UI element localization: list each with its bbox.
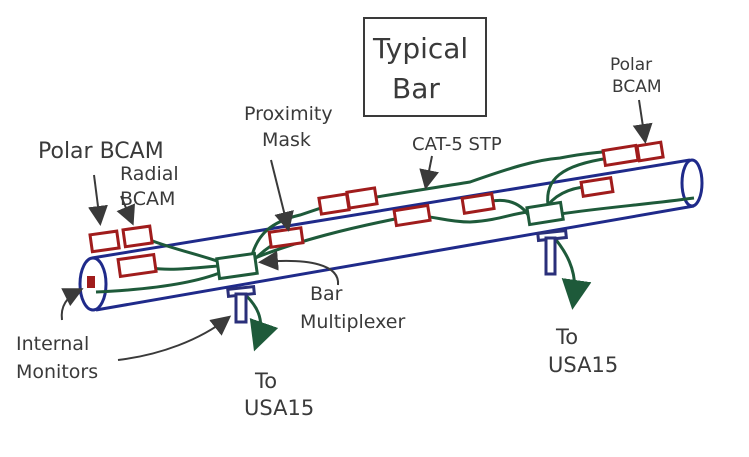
- cable-right-internal: [559, 196, 695, 216]
- arrow-radial-bcam: [116, 195, 135, 226]
- label-polar-bcam-right-1: Polar: [610, 55, 652, 75]
- label-bar-multiplexer-1: Bar: [310, 283, 343, 305]
- labels: Polar BCAM Radial BCAM Proximity Mask CA…: [16, 55, 662, 420]
- bar-multiplexers: [215, 200, 565, 281]
- bcam-right-inner: [579, 176, 615, 198]
- bcam-polar-left-2: [121, 224, 154, 249]
- title-line2: Bar: [392, 72, 440, 105]
- label-to-right-2: USA15: [548, 353, 618, 377]
- internal-monitor-marker: [87, 276, 95, 288]
- label-to-left-1: To: [254, 369, 277, 393]
- connector-left-stem: [234, 292, 248, 324]
- bcam-mid-2: [345, 186, 379, 210]
- bcam-radial: [116, 252, 158, 279]
- title-box: Typical Bar: [363, 17, 487, 117]
- label-polar-bcam-right-2: BCAM: [612, 77, 662, 97]
- bar-right-end: [680, 158, 704, 208]
- label-radial-bcam-1: Radial: [120, 163, 179, 185]
- arrow-proximity-mask: [270, 159, 294, 232]
- bcam-polar-left-1: [88, 229, 121, 254]
- multiplexer-right: [525, 200, 565, 227]
- arrow-polar-bcam-right: [632, 99, 653, 144]
- label-proximity-mask-2: Mask: [262, 129, 311, 151]
- bcams: [88, 140, 665, 279]
- arrow-internal-monitor-2: [117, 315, 232, 361]
- multiplexer-left: [215, 251, 259, 281]
- arrow-bar-multiplexer: [258, 250, 340, 286]
- connectors: [226, 228, 568, 324]
- label-polar-bcam-left: Polar BCAM: [38, 139, 164, 164]
- cable-internal-monitor: [95, 270, 223, 294]
- arrow-polar-bcam-left: [88, 174, 108, 226]
- proximity-mask-block: [267, 226, 305, 249]
- label-proximity-mask-1: Proximity: [244, 103, 333, 125]
- label-radial-bcam-2: BCAM: [120, 188, 175, 210]
- cable-polar-bcam-right: [546, 156, 611, 206]
- label-cat5-stp: CAT-5 STP: [412, 134, 502, 155]
- label-internal-monitors-1: Internal: [16, 333, 89, 355]
- bcam-mid-1: [317, 192, 351, 216]
- label-internal-monitors-2: Monitors: [16, 361, 98, 383]
- arrow-internal-monitor-1: [60, 288, 84, 321]
- bcam-mid-4: [460, 192, 496, 215]
- title-line1: Typical: [372, 32, 468, 65]
- pointer-arrows: [60, 99, 653, 361]
- connector-right-stem: [544, 236, 557, 276]
- label-bar-multiplexer-2: Multiplexer: [300, 311, 405, 333]
- label-to-left-2: USA15: [244, 396, 314, 420]
- label-to-right-1: To: [555, 325, 578, 349]
- bcam-polar-right-1: [601, 143, 640, 168]
- bar-tube: [78, 158, 704, 312]
- bcam-polar-right-2: [635, 140, 665, 163]
- arrow-cat5: [419, 155, 439, 190]
- bcam-mid-3: [392, 203, 432, 228]
- cable-polar-bcam-left: [149, 238, 221, 264]
